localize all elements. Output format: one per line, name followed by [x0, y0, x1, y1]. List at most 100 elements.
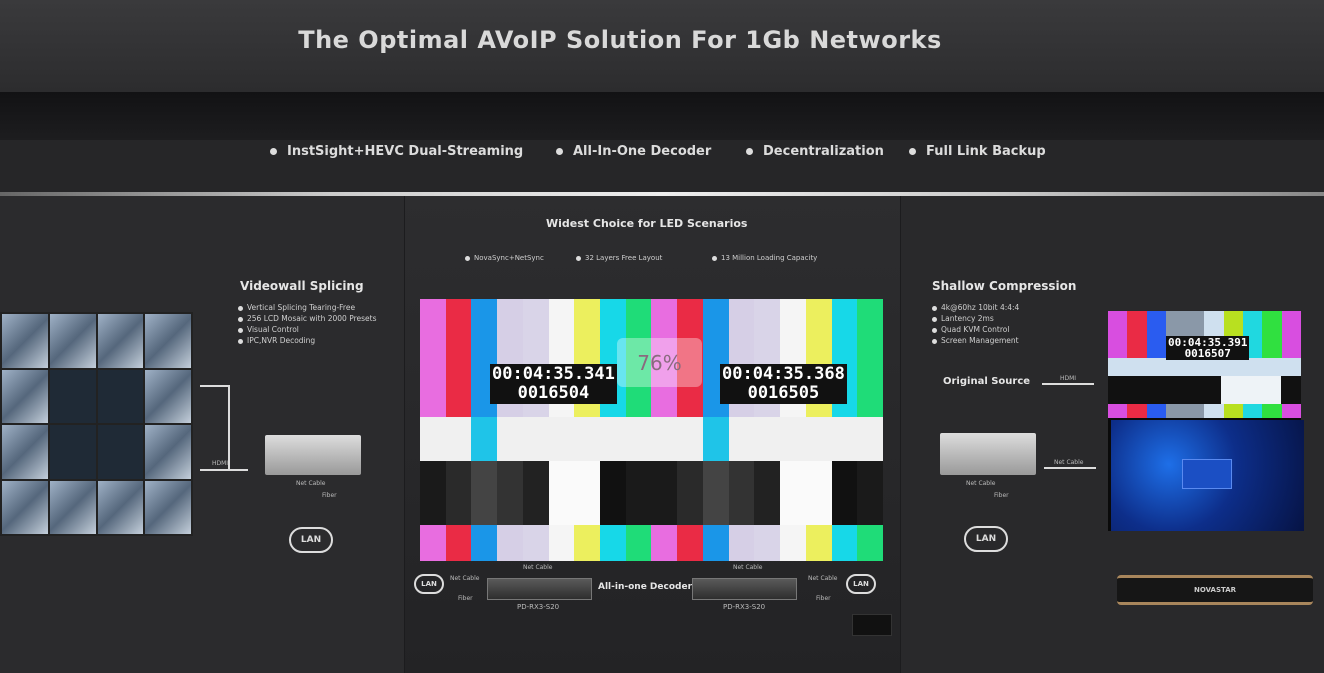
color-bar: [1108, 404, 1128, 418]
color-bar: [677, 417, 703, 461]
color-bar: [1223, 404, 1244, 418]
color-bar: [522, 461, 549, 525]
bullet: Vertical Splicing Tearing-Free: [238, 302, 377, 313]
camera-feed-tile: [2, 369, 48, 423]
camera-feed-tile: [97, 480, 144, 534]
color-bar: [1262, 404, 1282, 418]
color-bar: [522, 417, 549, 461]
fiber-label: Fiber: [816, 595, 831, 602]
color-bar: [702, 461, 729, 525]
color-bar: [728, 461, 755, 525]
banner-title: The Optimal AVoIP Solution For 1Gb Netwo…: [298, 26, 942, 54]
feature-item: InstSight+HEVC Dual-Streaming: [270, 144, 523, 159]
color-bar: [651, 525, 678, 561]
net-cable-label: Net Cable: [523, 564, 553, 571]
net-cable-label: Net Cable: [966, 480, 996, 487]
color-bar: [1243, 404, 1263, 418]
brand-logo: NOVASTAR: [1193, 586, 1237, 594]
color-bar: [420, 461, 446, 525]
color-bar: [651, 299, 678, 417]
color-bar: [831, 461, 858, 525]
net-cable-label: Net Cable: [808, 575, 838, 582]
color-bar: [625, 461, 652, 525]
color-bar: [857, 461, 883, 525]
color-bar: [857, 299, 883, 417]
bullet: 13 Million Loading Capacity: [712, 253, 817, 264]
lan-cloud-icon: LAN: [846, 574, 876, 594]
color-bar: [471, 461, 498, 525]
camera-feed-tile: [2, 425, 48, 479]
connector-line: [228, 385, 230, 469]
lan-cloud-icon: LAN: [289, 527, 333, 553]
frame-counter: 0016505: [747, 383, 820, 403]
color-bar: [677, 461, 703, 525]
camera-feed-tile: [2, 480, 48, 534]
color-bar: [805, 417, 832, 461]
color-bar: [1204, 404, 1224, 418]
color-bar: [1127, 311, 1147, 358]
net-cable-label: Net Cable: [1054, 459, 1084, 466]
original-source-label: Original Source: [943, 376, 1031, 387]
camera-feed-tile: [97, 314, 144, 368]
color-bar: [574, 525, 601, 561]
timecode: 00:04:35.391: [1168, 336, 1248, 349]
color-bar: [754, 417, 781, 461]
camera-feed-tile: [145, 314, 191, 368]
color-bar: [1281, 404, 1301, 418]
bullet: 256 LCD Mosaic with 2000 Presets: [238, 313, 377, 324]
bullet: Screen Management: [932, 335, 1019, 346]
left-title: Videowall Splicing: [240, 279, 364, 293]
color-bar: [445, 525, 472, 561]
color-bar: [831, 417, 858, 461]
frame-counter: 0016507: [1184, 347, 1231, 360]
color-bar: [625, 525, 652, 561]
feature-item: Full Link Backup: [909, 144, 1046, 159]
color-bar: [420, 299, 446, 417]
arrow-icon: [200, 469, 248, 471]
login-dialog: [1182, 459, 1232, 489]
color-bar: [600, 417, 626, 461]
color-bar: [548, 525, 575, 561]
color-bar: [445, 417, 472, 461]
color-bar: [574, 461, 601, 525]
color-bar: [1146, 404, 1166, 418]
color-bar: [1127, 404, 1147, 418]
camera-feed-tile: [97, 369, 144, 423]
camera-feed-tile: [145, 425, 191, 479]
encoder-device: [265, 435, 361, 475]
camera-feed-tile: [2, 314, 48, 368]
color-bar: [497, 525, 523, 561]
arrow-icon: [1044, 467, 1096, 469]
banner: [0, 0, 1324, 92]
color-bar: [445, 299, 472, 417]
right-title: Shallow Compression: [932, 279, 1077, 293]
color-bar: [1185, 404, 1205, 418]
bullet: Lantency 2ms: [932, 313, 1019, 324]
color-bar: [1165, 404, 1186, 418]
color-bar: [857, 525, 883, 561]
color-bar: [780, 461, 806, 525]
model-label: PD-RX3-S20: [723, 603, 766, 611]
color-bar: [548, 417, 575, 461]
color-bar: [677, 525, 703, 561]
bullet: IPC,NVR Decoding: [238, 335, 377, 346]
camera-feed-tile: [145, 480, 191, 534]
color-bar: [471, 525, 498, 561]
hdmi-label: HDMI: [212, 460, 229, 467]
feature-item: All-In-One Decoder: [556, 144, 711, 159]
lan-cloud-icon: LAN: [964, 526, 1008, 552]
net-cable-label: Net Cable: [450, 575, 480, 582]
right-bullets: 4k@60hz 10bit 4:4:4 Lantency 2ms Quad KV…: [932, 302, 1019, 346]
net-cable-label: Net Cable: [733, 564, 763, 571]
color-bar: [780, 417, 806, 461]
zoom-level-indicator: 76%: [617, 338, 702, 387]
left-bullets: Vertical Splicing Tearing-Free 256 LCD M…: [238, 302, 377, 346]
color-bar: [754, 461, 781, 525]
net-cable-label: Net Cable: [296, 480, 326, 487]
color-bar: [471, 417, 498, 461]
color-bar: [600, 525, 626, 561]
timecode: 00:04:35.368: [722, 364, 845, 384]
